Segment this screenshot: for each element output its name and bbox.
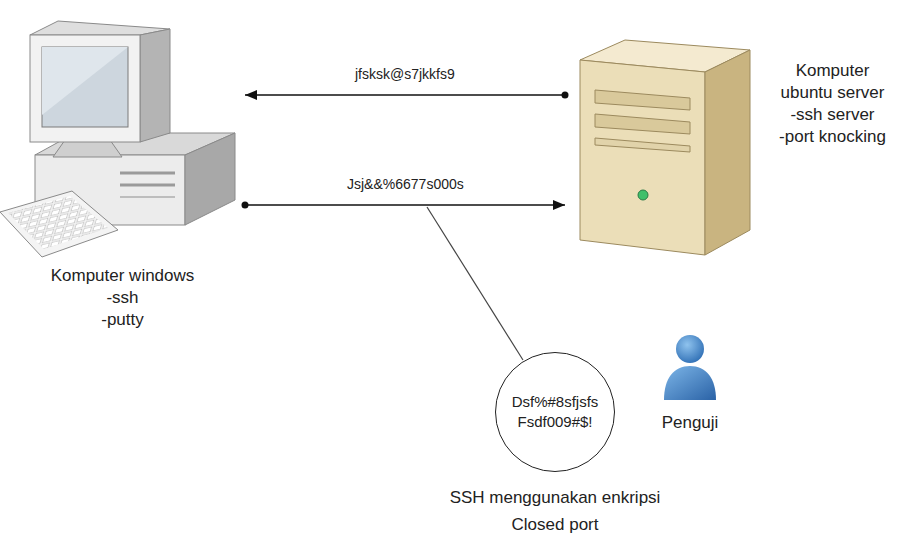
- node-text: Komputer ubuntu server: [770, 60, 895, 104]
- node-text-group: Komputer ubuntu server-ssh server-port k…: [770, 60, 895, 148]
- ubuntu-server-art: [565, 30, 765, 260]
- data-arrow: [242, 200, 566, 210]
- node-text: Fsdf009#$!: [517, 412, 592, 432]
- node-text: Komputer windows: [0, 265, 245, 287]
- caption-line: SSH menggunakan enkripsi: [400, 487, 710, 509]
- server-computer: Komputer ubuntu server-ssh server-port k…: [565, 30, 900, 260]
- node-text-group: Komputer windows-ssh-putty: [0, 265, 245, 331]
- encrypted-data-circle: Dsf%#8sfjsfsFsdf009#$!: [495, 352, 615, 472]
- node-text: -ssh: [0, 287, 245, 309]
- line-end-dot: [242, 202, 249, 209]
- node-text: -putty: [0, 309, 245, 331]
- windows-computer-art: [0, 15, 245, 265]
- arrowhead: [553, 200, 565, 210]
- person-label: Penguji: [650, 412, 730, 434]
- node-text: -port knocking: [770, 126, 895, 148]
- client-computer: Komputer windows-ssh-putty: [0, 15, 245, 345]
- line-end-dot: [562, 92, 569, 99]
- arrowhead: [245, 90, 257, 100]
- leader-line: [427, 207, 523, 360]
- person-icon: [664, 335, 716, 400]
- node-text: Dsf%#8sfjsfs: [512, 392, 599, 412]
- data-arrow: [245, 90, 569, 100]
- node-text: -ssh server: [770, 104, 895, 126]
- edge-label: jfsksk@s7jkkfs9: [353, 65, 457, 83]
- edge-label: Jsj&&%6677s000s: [345, 175, 466, 193]
- caption-line: Closed port: [400, 514, 710, 536]
